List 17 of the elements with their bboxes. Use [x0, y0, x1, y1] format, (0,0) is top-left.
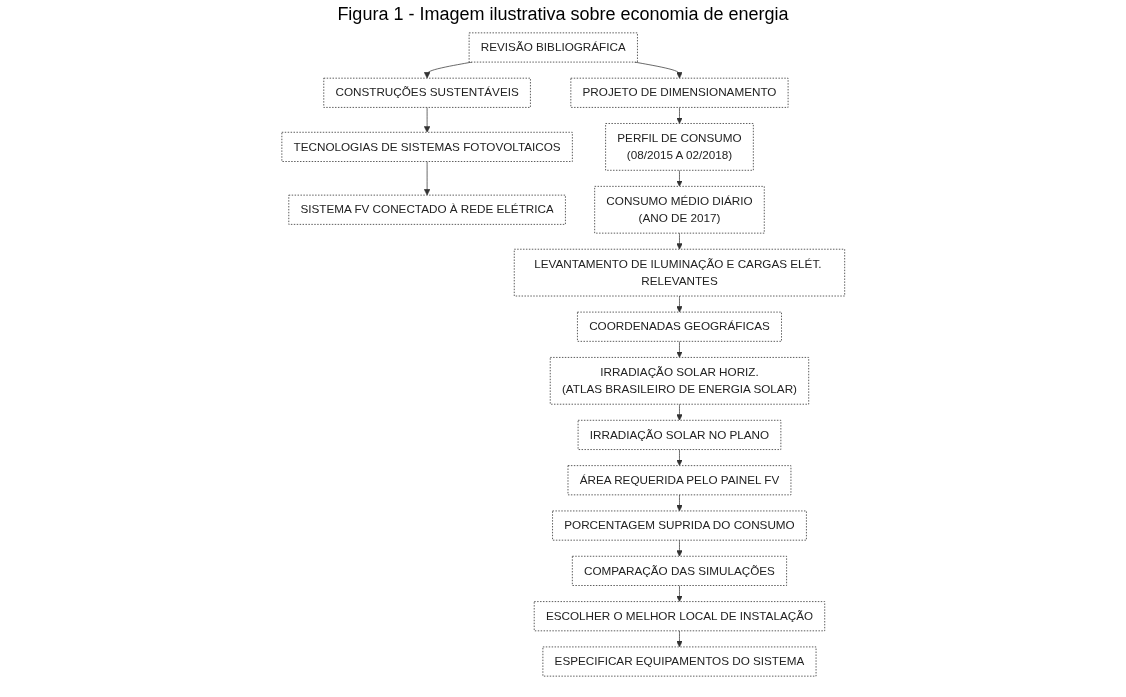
node-box: LEVANTAMENTO DE ILUMINAÇÃO E CARGAS ELÉT. RELEVANTES [513, 248, 845, 297]
node-box: CONSTRUÇÕES SUSTENTÁVEIS [323, 77, 531, 108]
node-box: ÁREA REQUERIDA PELO PAINEL FV [567, 465, 792, 496]
node-box: PROJETO DE DIMENSIONAMENTO [570, 77, 789, 108]
node-box: IRRADIAÇÃO SOLAR HORIZ. (ATLAS BRASILEIRO DE ENERGIA SOLAR) [549, 357, 809, 405]
figure-title: Figura 1 - Imagem ilustrativa sobre economia de energia [336, 4, 790, 25]
node-box: COORDENADAS GEOGRÁFICAS [576, 311, 782, 342]
node-box: SISTEMA FV CONECTADO À REDE ELÉTRICA [288, 194, 566, 225]
node-box: TECNOLOGIAS DE SISTEMAS FOTOVOLTAICOS [281, 131, 573, 162]
node-box: REVISÃO BIBLIOGRÁFICA [468, 32, 638, 63]
node-box: PORCENTAGEM SUPRIDA DO CONSUMO [551, 510, 807, 541]
node-box: CONSUMO MÉDIO DIÁRIO (ANO DE 2017) [594, 186, 765, 234]
node-box: ESCOLHER O MELHOR LOCAL DE INSTALAÇÃO [533, 601, 825, 632]
node-box: COMPARAÇÃO DAS SIMULAÇÕES [571, 555, 787, 586]
node-box: PERFIL DE CONSUMO (08/2015 A 02/2018) [604, 123, 754, 171]
node-box: ESPECIFICAR EQUIPAMENTOS DO SISTEMA [542, 646, 817, 677]
node-box: IRRADIAÇÃO SOLAR NO PLANO [577, 419, 781, 450]
